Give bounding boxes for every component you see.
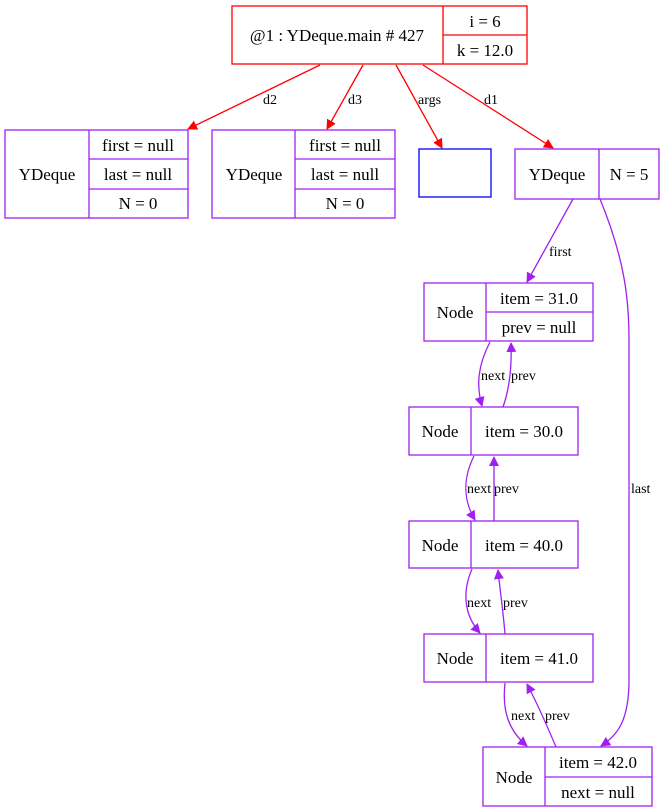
edge-prev-1: prev xyxy=(502,342,536,408)
edge-prev-4-label: prev xyxy=(545,709,570,724)
edge-d3-line xyxy=(326,64,364,130)
edge-d2-label: d2 xyxy=(263,93,277,108)
edge-next-1-label: next xyxy=(481,369,505,384)
edge-next-3: next xyxy=(465,568,491,634)
deque-d1-field-n: N = 5 xyxy=(610,165,649,184)
edge-last-line xyxy=(599,198,630,747)
deque-d2-field-first: first = null xyxy=(102,136,174,155)
node-31-field-item: item = 31.0 xyxy=(500,289,578,308)
edge-args-label: args xyxy=(418,93,441,108)
deque-d2-node[interactable]: YDeque first = null last = null N = 0 xyxy=(4,129,189,219)
edge-next-3-line xyxy=(465,568,481,634)
edge-next-1-line xyxy=(474,341,491,407)
deque-d3-type: YDeque xyxy=(226,165,283,184)
edge-prev-4: prev xyxy=(526,683,570,748)
frame-field-i: i = 6 xyxy=(469,12,500,31)
node-item-41[interactable]: Node item = 41.0 xyxy=(423,633,594,683)
deque-d1-type: YDeque xyxy=(529,165,586,184)
edge-prev-3: prev xyxy=(493,569,528,635)
edge-first: first xyxy=(526,198,574,283)
edge-next-1: next xyxy=(474,341,505,407)
node-item-30[interactable]: Node item = 30.0 xyxy=(408,406,579,456)
deque-d3-field-last: last = null xyxy=(311,165,379,184)
node-42-field-next: next = null xyxy=(561,783,635,802)
node-42-type: Node xyxy=(496,768,533,787)
edge-first-line xyxy=(526,198,574,283)
node-40-field-item: item = 40.0 xyxy=(485,536,563,555)
deque-d2-field-last: last = null xyxy=(104,165,172,184)
deque-d2-type: YDeque xyxy=(19,165,76,184)
node-31-type: Node xyxy=(437,303,474,322)
deque-d3-field-first: first = null xyxy=(309,136,381,155)
edge-next-2-line xyxy=(465,455,476,521)
node-42-field-item: item = 42.0 xyxy=(559,753,637,772)
edge-prev-1-line xyxy=(502,342,517,408)
edge-d2: d2 xyxy=(187,64,321,130)
frame-node[interactable]: @1 : YDeque.main # 427 i = 6 k = 12.0 xyxy=(231,5,528,65)
edge-next-4-line xyxy=(503,682,528,747)
edge-prev-3-label: prev xyxy=(503,596,528,611)
edge-next-2: next xyxy=(465,455,491,521)
node-30-field-item: item = 30.0 xyxy=(485,422,563,441)
args-array-node[interactable] xyxy=(418,148,492,198)
edge-d3-label: d3 xyxy=(348,93,362,108)
edge-next-3-label: next xyxy=(467,596,491,611)
node-item-40[interactable]: Node item = 40.0 xyxy=(408,520,579,569)
edge-prev-1-label: prev xyxy=(511,369,536,384)
node-41-field-item: item = 41.0 xyxy=(500,649,578,668)
edge-prev-2: prev xyxy=(489,456,519,521)
edge-d1: d1 xyxy=(422,64,554,149)
frame-title: @1 : YDeque.main # 427 xyxy=(250,26,425,45)
deque-d3-field-n: N = 0 xyxy=(326,194,365,213)
edge-next-4: next xyxy=(503,682,535,747)
node-41-type: Node xyxy=(437,649,474,668)
edge-args: args xyxy=(395,64,443,149)
node-item-31[interactable]: Node item = 31.0 prev = null xyxy=(423,282,594,342)
edge-d1-line xyxy=(422,64,554,149)
edge-d3: d3 xyxy=(326,64,364,130)
frame-field-k: k = 12.0 xyxy=(457,41,513,60)
edge-last: last xyxy=(599,198,651,747)
edge-next-4-label: next xyxy=(511,709,535,724)
edge-d1-label: d1 xyxy=(484,93,498,108)
edge-prev-3-line xyxy=(493,569,506,635)
edge-args-line xyxy=(395,64,443,149)
edge-d2-line xyxy=(187,64,321,130)
node-30-type: Node xyxy=(422,422,459,441)
node-31-field-prev: prev = null xyxy=(502,318,577,337)
deque-d2-field-n: N = 0 xyxy=(119,194,158,213)
edge-first-label: first xyxy=(549,245,572,260)
edge-last-label: last xyxy=(631,482,651,497)
node-item-42[interactable]: Node item = 42.0 next = null xyxy=(482,746,653,807)
deque-d3-node[interactable]: YDeque first = null last = null N = 0 xyxy=(211,129,396,219)
edge-prev-2-label: prev xyxy=(494,482,519,497)
deque-d1-node[interactable]: YDeque N = 5 xyxy=(514,148,660,200)
edge-prev-4-line xyxy=(526,683,557,748)
node-40-type: Node xyxy=(422,536,459,555)
edge-next-2-label: next xyxy=(467,482,491,497)
